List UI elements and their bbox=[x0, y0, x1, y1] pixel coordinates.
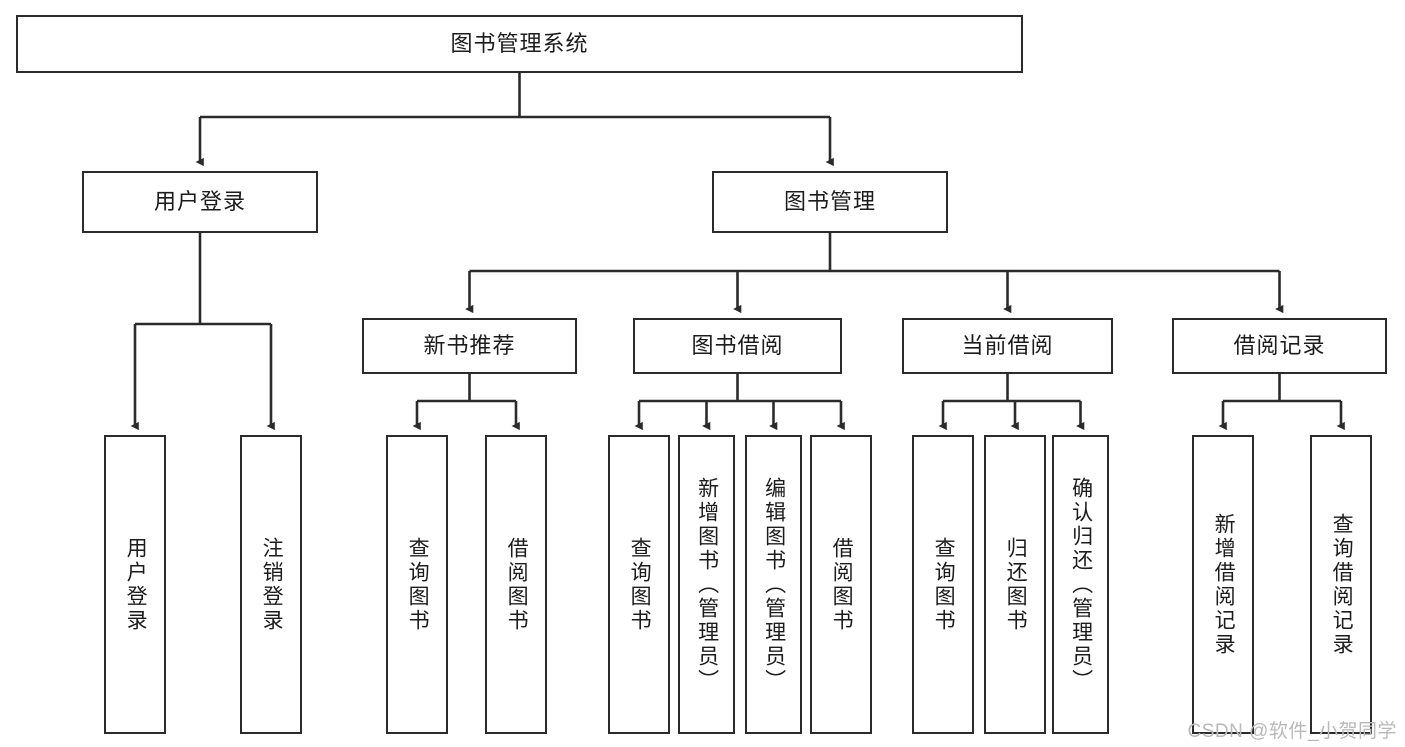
node-label: 查询借阅记录 bbox=[1330, 512, 1354, 657]
node-root-system[interactable]: 图书管理系统 bbox=[16, 15, 1023, 73]
leaf-edit-book-admin[interactable]: 编辑图书（管理员） bbox=[745, 435, 802, 734]
node-label: 图书管理系统 bbox=[450, 30, 589, 56]
watermark-text: CSDN @软件_小贺同学 bbox=[1187, 721, 1397, 742]
node-label: 编辑图书（管理员） bbox=[762, 476, 786, 693]
node-label: 新书推荐 bbox=[423, 332, 516, 358]
node-label: 查询图书 bbox=[628, 536, 652, 633]
node-user-login[interactable]: 用户登录 bbox=[82, 171, 318, 233]
leaf-user-login[interactable]: 用户登录 bbox=[104, 435, 166, 734]
node-label: 借阅图书 bbox=[830, 536, 854, 633]
node-label: 归还图书 bbox=[1004, 536, 1028, 633]
node-label: 确认归还（管理员） bbox=[1069, 476, 1093, 693]
leaf-logout-login[interactable]: 注销登录 bbox=[240, 435, 302, 734]
node-label: 注销登录 bbox=[260, 536, 284, 633]
leaf-borrow-book-recommend[interactable]: 借阅图书 bbox=[485, 435, 547, 734]
node-label: 查询图书 bbox=[406, 536, 430, 633]
node-new-book-recommend[interactable]: 新书推荐 bbox=[362, 318, 577, 374]
node-label: 用户登录 bbox=[124, 536, 148, 633]
leaf-borrow-book[interactable]: 借阅图书 bbox=[810, 435, 872, 734]
node-label: 借阅记录 bbox=[1233, 332, 1326, 358]
node-book-management[interactable]: 图书管理 bbox=[712, 171, 948, 233]
leaf-query-book-recommend[interactable]: 查询图书 bbox=[386, 435, 448, 734]
node-book-borrow[interactable]: 图书借阅 bbox=[633, 318, 842, 374]
node-label: 借阅图书 bbox=[505, 536, 529, 633]
leaf-query-book-current[interactable]: 查询图书 bbox=[912, 435, 974, 734]
node-borrow-record[interactable]: 借阅记录 bbox=[1172, 318, 1387, 374]
node-label: 新增图书（管理员） bbox=[695, 476, 719, 693]
leaf-return-book[interactable]: 归还图书 bbox=[984, 435, 1046, 734]
leaf-add-book-admin[interactable]: 新增图书（管理员） bbox=[678, 435, 735, 734]
node-label: 当前借阅 bbox=[961, 332, 1054, 358]
leaf-add-borrow-record[interactable]: 新增借阅记录 bbox=[1192, 435, 1254, 734]
node-label: 图书管理 bbox=[783, 188, 876, 214]
node-label: 新增借阅记录 bbox=[1212, 512, 1236, 657]
leaf-query-book-borrow[interactable]: 查询图书 bbox=[608, 435, 670, 734]
leaf-query-borrow-record[interactable]: 查询借阅记录 bbox=[1310, 435, 1372, 734]
node-label: 图书借阅 bbox=[691, 332, 784, 358]
node-label: 查询图书 bbox=[932, 536, 956, 633]
node-label: 用户登录 bbox=[153, 188, 246, 214]
leaf-confirm-return-admin[interactable]: 确认归还（管理员） bbox=[1052, 435, 1109, 734]
node-current-borrow[interactable]: 当前借阅 bbox=[902, 318, 1113, 374]
